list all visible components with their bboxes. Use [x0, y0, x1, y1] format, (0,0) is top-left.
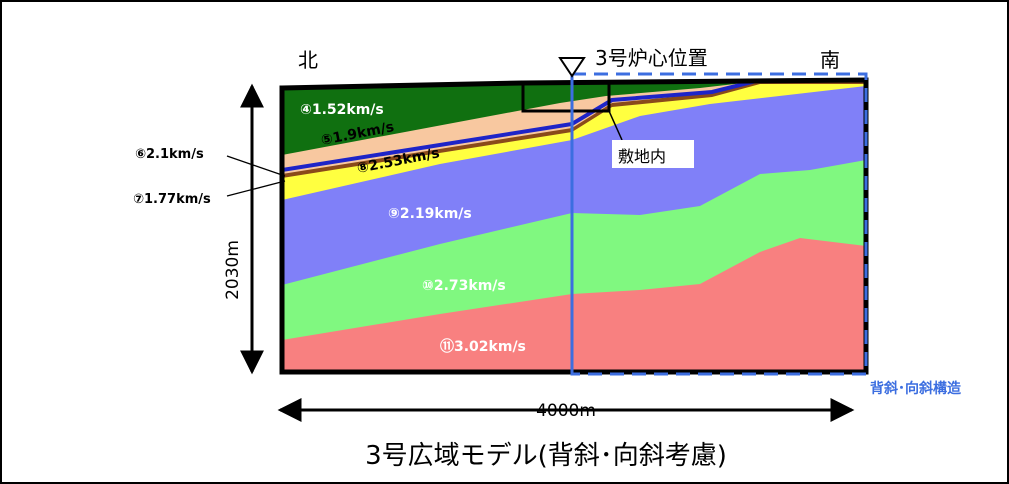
- core-marker-icon: [558, 57, 586, 78]
- site-label: 敷地内: [618, 147, 666, 166]
- layer-6-line: [282, 80, 761, 172]
- width-label: 4000m: [536, 401, 596, 421]
- layer-7-label: ⑦1.77km/s: [133, 192, 211, 207]
- layer-10-label: ⑩2.73km/s: [422, 278, 506, 294]
- structure-dashed-box: [570, 72, 868, 376]
- layer-11: [282, 238, 866, 372]
- height-label: 2030m: [223, 240, 243, 300]
- layer-11-label: ⑪3.02km/s: [440, 338, 526, 355]
- site-leader-line: [608, 110, 623, 141]
- site-box: [521, 81, 611, 113]
- model-layers: [282, 80, 866, 372]
- layer-9-label: ⑨2.19km/s: [388, 206, 472, 222]
- site-label-bg: [612, 140, 694, 168]
- layer-6-label: ⑥2.1km/s: [135, 147, 204, 162]
- north-label: 北: [298, 48, 318, 72]
- core-position-label: 3号炉心位置: [595, 46, 708, 70]
- south-label: 南: [820, 48, 840, 72]
- layer-4-label: ④1.52km/s: [300, 102, 384, 118]
- caption: 3号広域モデル(背斜･向斜考慮): [365, 441, 727, 471]
- structure-label: 背斜･向斜構造: [870, 380, 961, 397]
